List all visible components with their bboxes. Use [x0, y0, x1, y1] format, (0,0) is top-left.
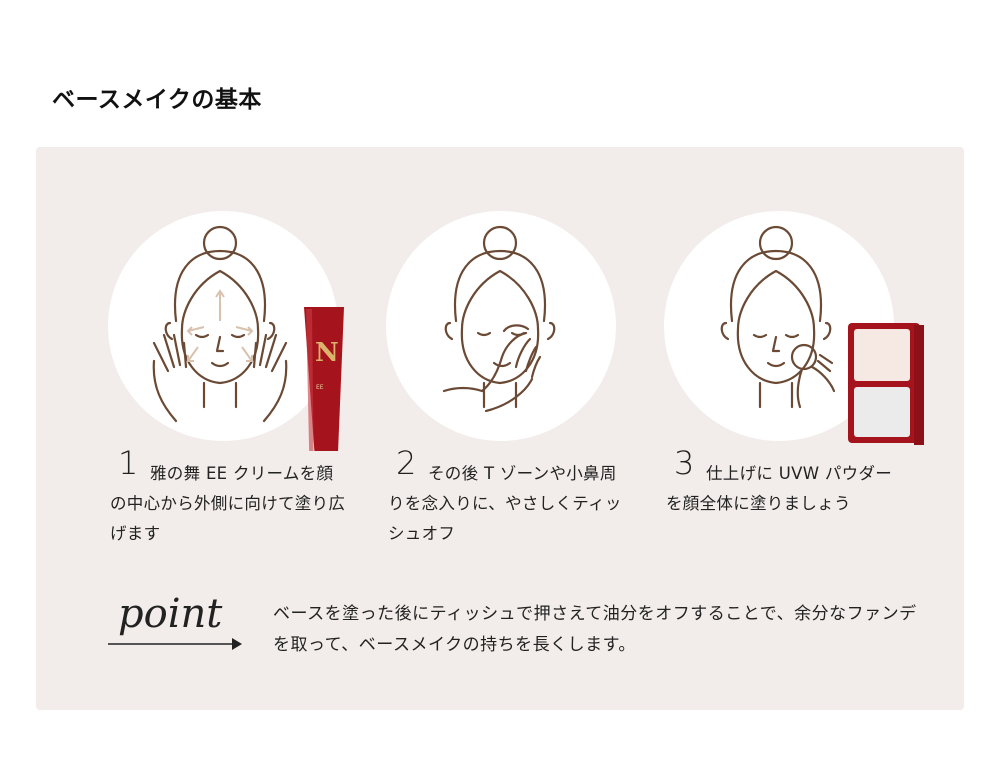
- step-3: 3 仕上げに UVW パウダーを顔全体に塗りましょう: [664, 211, 934, 551]
- svg-text:N: N: [315, 338, 339, 368]
- step-description: 仕上げに UVW パウダーを顔全体に塗りましょう: [666, 464, 893, 513]
- step-number: 1: [118, 444, 139, 482]
- face-illustration-step-2: [442, 225, 556, 413]
- svg-text:EE: EE: [316, 384, 324, 391]
- step-number: 3: [674, 444, 695, 482]
- powder-compact: [848, 323, 924, 445]
- illustration-circle: [108, 211, 338, 441]
- step-description: 雅の舞 EE クリームを顔の中心から外側に向けて塗り広げます: [110, 464, 346, 543]
- illustration-circle: [386, 211, 616, 441]
- page-title: ベースメイクの基本: [52, 87, 262, 113]
- point-description: ベースを塗った後にティッシュで押さえて油分をオフすることで、余分なファンデを取っ…: [273, 604, 917, 655]
- point-arrow-icon: [108, 638, 242, 650]
- face-illustration-step-3: [720, 225, 924, 445]
- step-number: 2: [396, 444, 417, 482]
- base-makeup-panel: N EE 1 雅の舞 EE クリームを顔の中心から外側に向けて塗り広げます: [36, 147, 964, 710]
- face-illustration-step-1: N EE: [152, 225, 344, 451]
- step-description: その後 T ゾーンや小鼻周りを念入りに、やさしくティッシュオフ: [388, 464, 622, 543]
- step-2: 2 その後 T ゾーンや小鼻周りを念入りに、やさしくティッシュオフ: [386, 211, 656, 551]
- ee-cream-tube: N EE: [304, 307, 344, 451]
- point-label: point: [118, 591, 223, 637]
- step-1: N EE 1 雅の舞 EE クリームを顔の中心から外側に向けて塗り広げます: [108, 211, 378, 551]
